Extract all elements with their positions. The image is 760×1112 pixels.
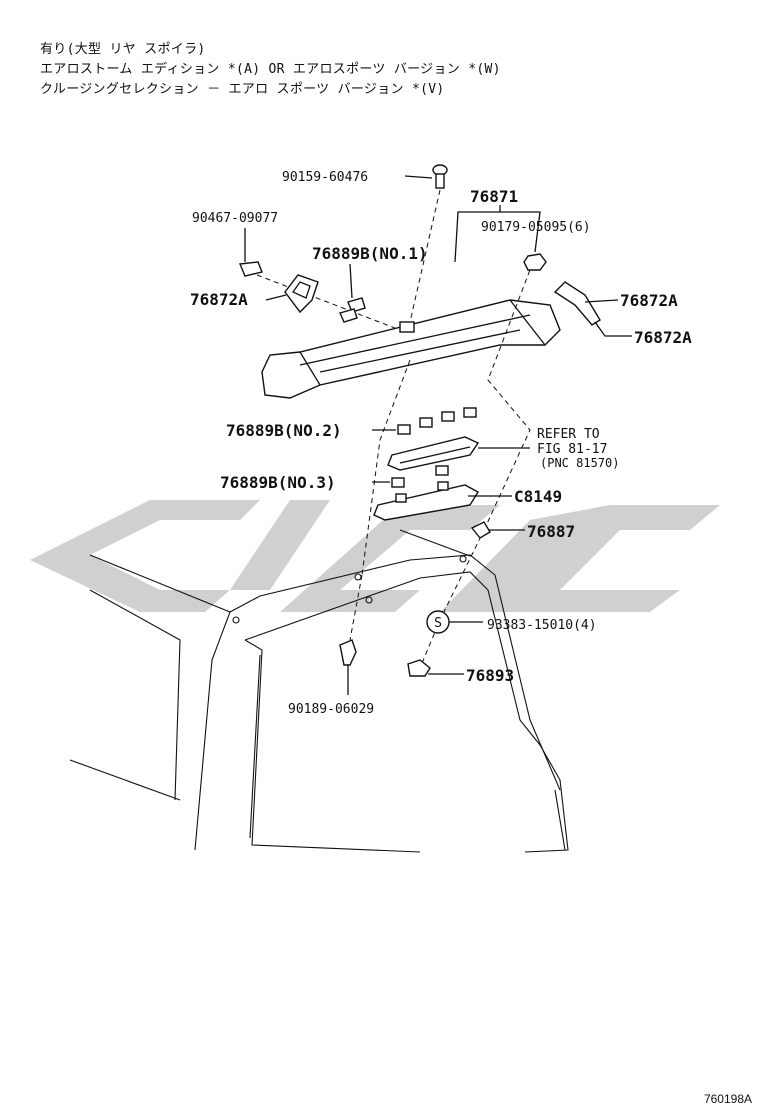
label-76871: 76871 (470, 187, 518, 206)
stop-lamp-cover-icon (387, 436, 480, 471)
gasket-76872a-right-icon (553, 281, 601, 326)
pad-76889b2-icon (397, 407, 477, 435)
label-76872a-left: 76872A (190, 290, 248, 309)
label-90189-06029: 90189-06029 (288, 702, 374, 717)
refer-line-2: FIG 81-17 (537, 442, 607, 457)
rear-spoiler (261, 299, 561, 399)
label-93383-15010: 93383-15010(4) (487, 618, 597, 633)
pad-76889b1-icon (339, 297, 366, 323)
label-90467-09077: 90467-09077 (192, 211, 278, 226)
label-76872a-right-1: 76872A (620, 291, 678, 310)
clip-90189-icon (339, 639, 357, 666)
bolt-90159-icon (432, 164, 448, 189)
refer-line-3: (PNC 81570) (540, 456, 619, 470)
s-symbol-icon: S (426, 610, 450, 634)
grommet-76887-icon (470, 521, 491, 539)
label-90159-60476: 90159-60476 (282, 170, 368, 185)
nut-90179-icon (523, 253, 547, 271)
s-symbol-text: S (434, 616, 442, 631)
label-90179-05095: 90179-05095(6) (481, 220, 591, 235)
header-line-1: 有り(大型 リヤ スポイラ) (40, 42, 206, 57)
clip-90467-icon (238, 261, 263, 277)
label-76889b-no3: 76889B(NO.3) (220, 473, 336, 492)
header-line-2: エアロストーム エディション *(A) OR エアロスポーツ バージョン *(W… (40, 62, 501, 77)
label-76872a-right-2: 76872A (634, 328, 692, 347)
label-c8149: C8149 (514, 487, 562, 506)
vehicle-rear-body (69, 529, 569, 853)
label-76889b-no2: 76889B(NO.2) (226, 421, 342, 440)
cap-76893-icon (407, 659, 431, 677)
gasket-76872a-left-icon (284, 274, 319, 314)
watermark-logo (30, 500, 720, 612)
label-76889b-no1: 76889B(NO.1) (312, 244, 428, 263)
label-76887: 76887 (527, 522, 575, 541)
pad-76889b3-icon (391, 465, 449, 488)
label-76893: 76893 (466, 666, 514, 685)
refer-line-1: REFER TO (537, 427, 600, 442)
figure-reference-code: 760198A (703, 1092, 752, 1106)
header-line-3: クルージングセレクション － エアロ スポーツ バージョン *(V) (40, 82, 445, 97)
stop-lamp-c8149-icon (373, 481, 479, 521)
